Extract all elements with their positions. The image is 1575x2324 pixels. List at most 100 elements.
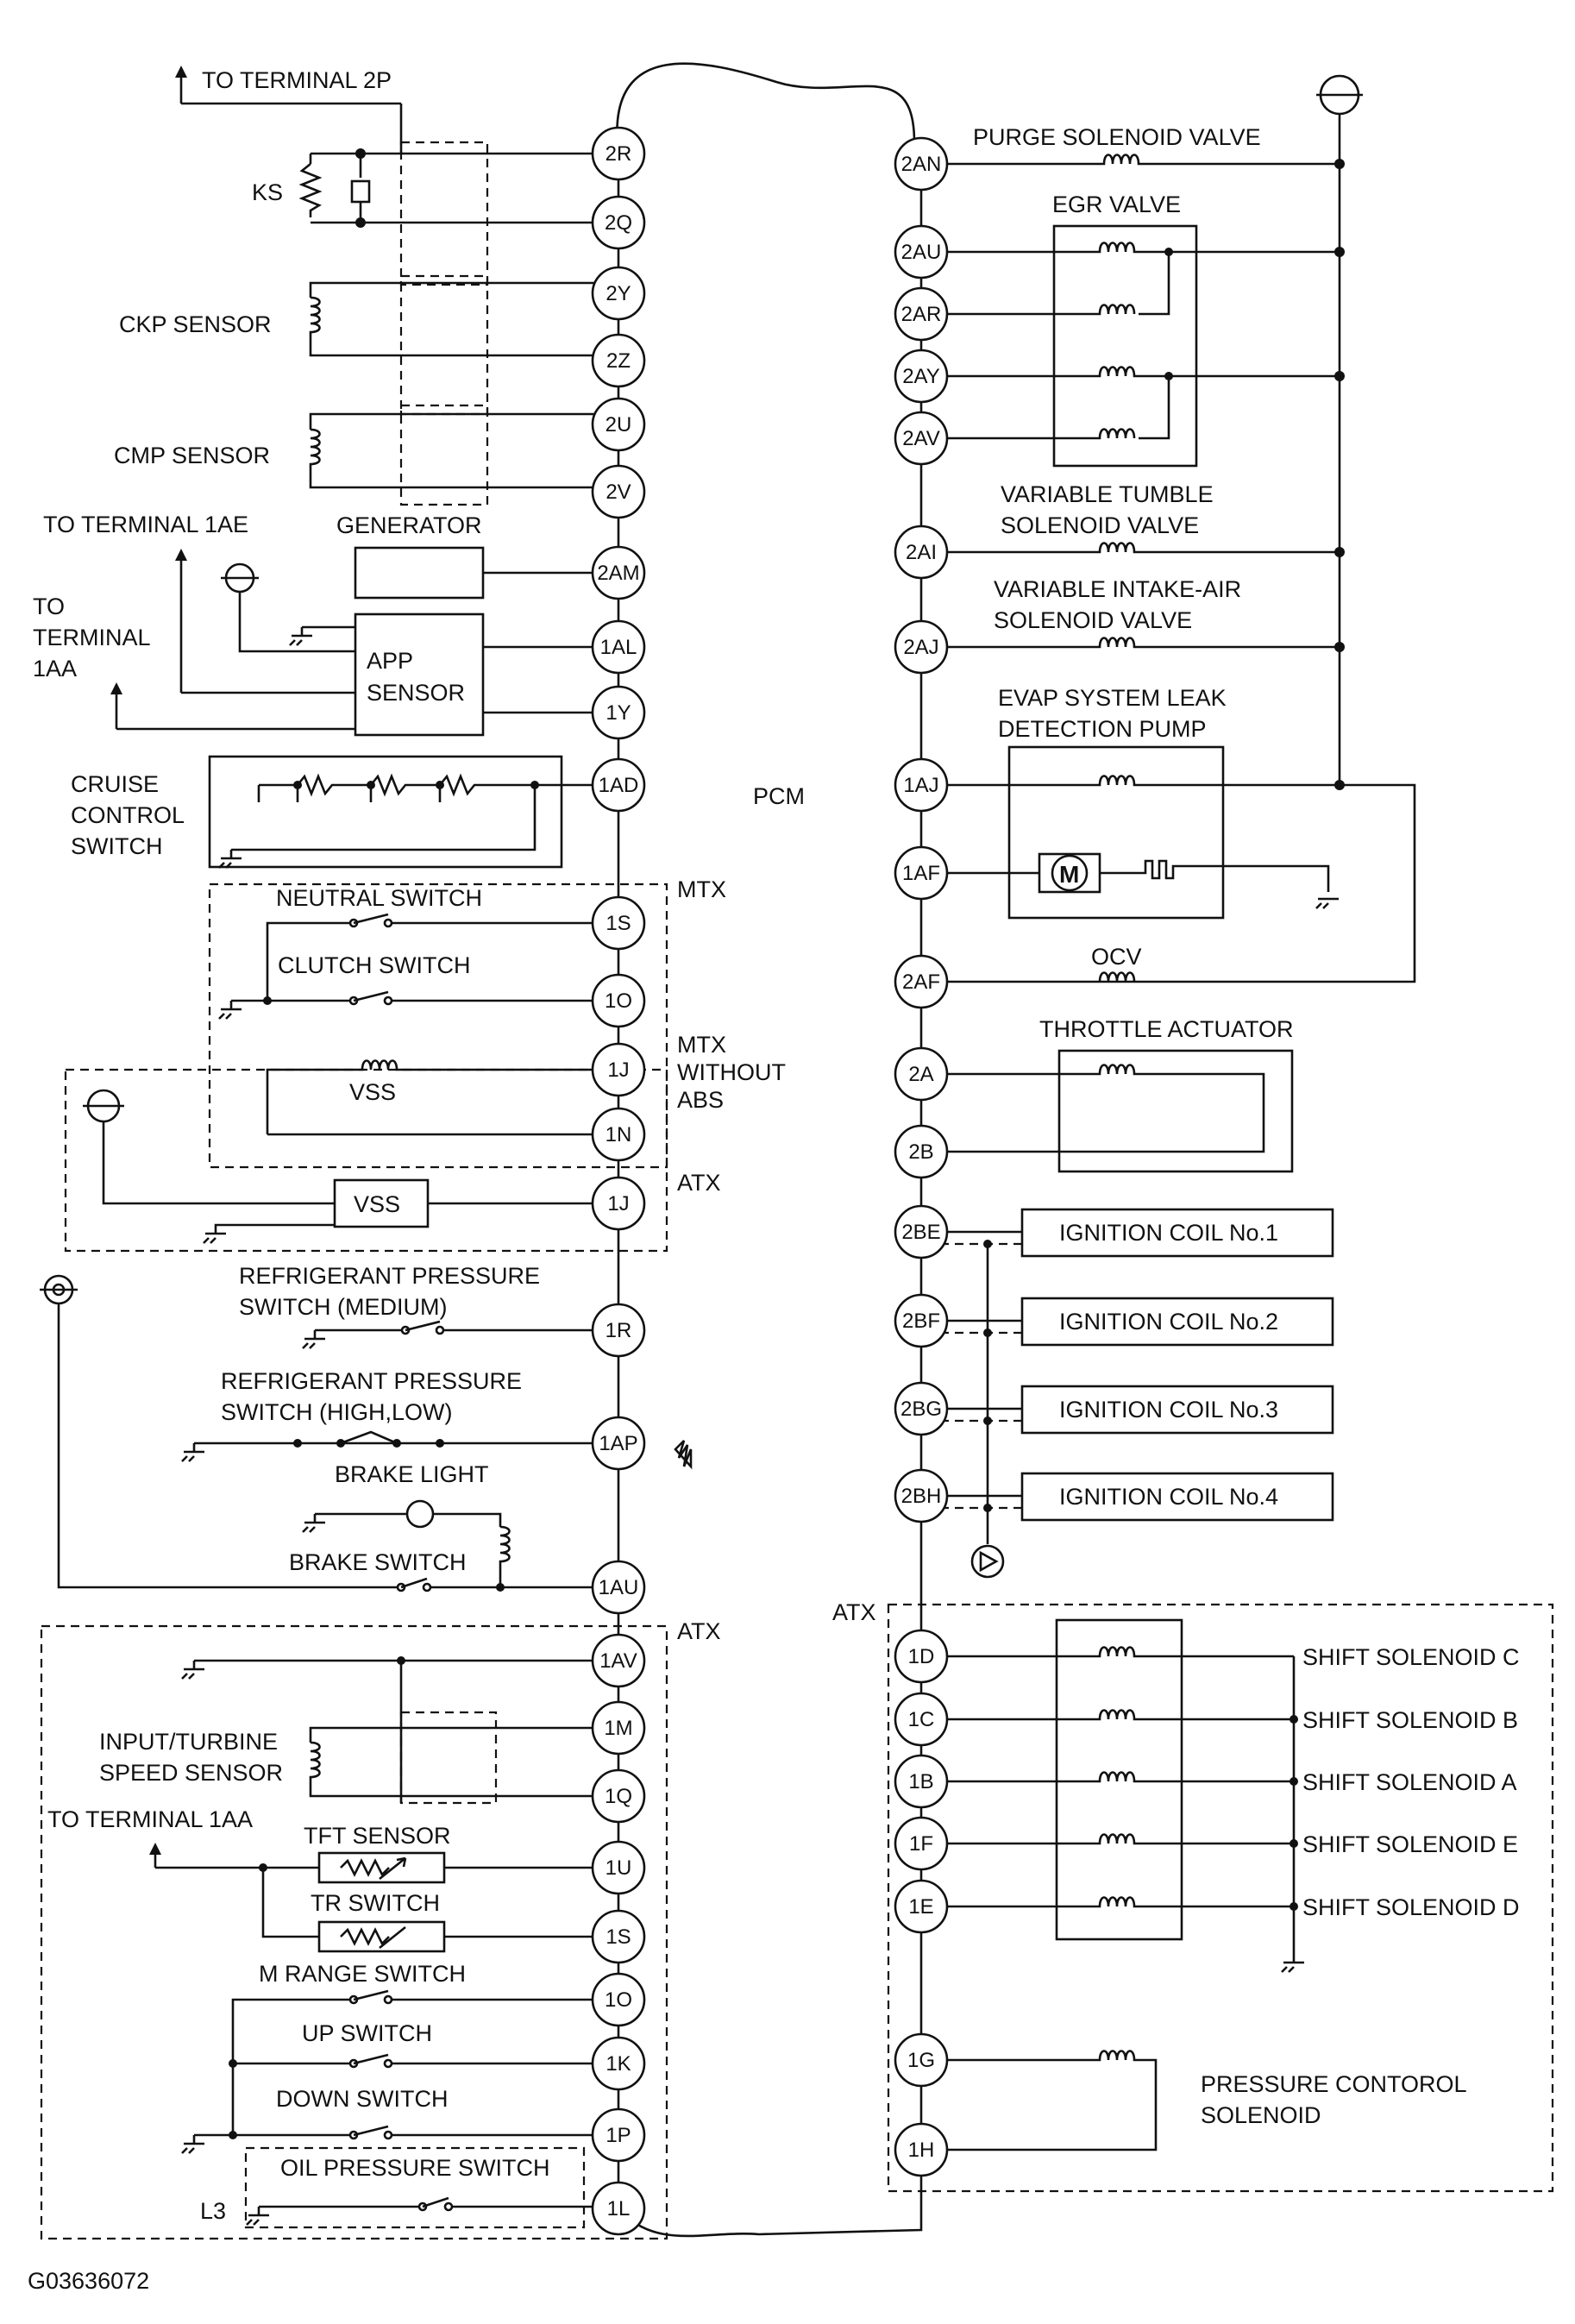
switch-label: SWITCH xyxy=(71,833,162,859)
left-terminal-circle xyxy=(591,464,646,519)
clutch-switch-label: CLUTCH SWITCH xyxy=(278,952,471,978)
to-terminal-1aa-label: TO TERMINAL 1AA xyxy=(47,1806,253,1832)
left-terminal-label: 1S xyxy=(606,912,631,935)
sensor-label: SENSOR xyxy=(367,680,465,706)
egr-label: EGR VALVE xyxy=(1052,192,1181,217)
right-terminal-label: 2AJ xyxy=(903,636,938,659)
left-terminal-circle xyxy=(591,1560,646,1615)
left-terminal-label: 1Y xyxy=(606,701,631,725)
left-terminal-label: 1U xyxy=(606,1856,632,1880)
neutral-switch-label: NEUTRAL SWITCH xyxy=(276,885,482,911)
cruise-label: CRUISE xyxy=(71,771,159,797)
down-switch-label: DOWN SWITCH xyxy=(276,2086,448,2112)
right-terminal-circle xyxy=(894,1754,949,1809)
left-terminal-circle xyxy=(591,333,646,388)
right-terminal-label: 1C xyxy=(908,1708,935,1731)
coil2-label: IGNITION COIL No.2 xyxy=(1059,1309,1278,1335)
pcm-connector-link xyxy=(616,62,916,154)
coil4-label: IGNITION COIL No.4 xyxy=(1059,1484,1278,1510)
right-terminal-circle xyxy=(894,1046,949,1102)
left-terminal-circle xyxy=(591,266,646,321)
abs-label: ABS xyxy=(677,1087,724,1113)
without-label: WITHOUT xyxy=(677,1059,786,1085)
pcm-bottom-link xyxy=(618,2161,923,2238)
left-terminal-circle xyxy=(591,685,646,740)
vss-atx-box xyxy=(333,1178,430,1228)
right-terminal-circle xyxy=(894,2032,949,2088)
l3-label: L3 xyxy=(200,2198,226,2224)
ignition-coil-2-box xyxy=(1020,1297,1334,1347)
atx-right-label: ATX xyxy=(832,1599,876,1625)
right-terminal-label: 2BF xyxy=(902,1310,940,1333)
refrig-hl-label-1: REFRIGERANT PRESSURE xyxy=(221,1368,522,1394)
right-terminal-label: 2AF xyxy=(902,970,940,994)
left-terminal-label: 1AD xyxy=(599,774,639,797)
right-terminal-label: 1E xyxy=(908,1895,933,1919)
right-terminal-circle xyxy=(894,286,949,342)
brake-switch-label: BRAKE SWITCH xyxy=(289,1549,467,1575)
left-terminal-circle xyxy=(591,757,646,813)
left-terminal-label: 1AL xyxy=(600,636,637,659)
right-terminal-label: 2BH xyxy=(901,1485,942,1508)
atx-lower-label: ATX xyxy=(677,1618,721,1644)
left-terminal-circle xyxy=(591,1107,646,1162)
generator-box xyxy=(354,546,485,600)
input-turbine-label-1: INPUT/TURBINE xyxy=(99,1729,278,1755)
shift-e-label: SHIFT SOLENOID E xyxy=(1302,1831,1518,1857)
mtx-label: MTX xyxy=(677,876,726,902)
right-terminal-label: 2AV xyxy=(902,427,940,450)
left-terminal-label: 2R xyxy=(606,142,632,166)
right-terminal-circle xyxy=(894,1879,949,1934)
shift-b-label: SHIFT SOLENOID B xyxy=(1302,1707,1518,1733)
left-terminal-circle xyxy=(591,397,646,452)
terminal-label: TERMINAL xyxy=(33,625,151,650)
right-terminal-circle xyxy=(894,954,949,1009)
left-terminal-label: 1M xyxy=(604,1717,632,1740)
coil1-label: IGNITION COIL No.1 xyxy=(1059,1220,1278,1246)
app-sensor-box xyxy=(354,612,485,737)
left-terminal-label: 1AV xyxy=(599,1649,637,1673)
motor-icon xyxy=(1051,854,1089,892)
vss-label: VSS xyxy=(349,1079,396,1105)
right-terminal-circle xyxy=(894,224,949,280)
left-terminal-label: 1J xyxy=(607,1192,629,1215)
to-terminal-2p-label: TO TERMINAL 2P xyxy=(202,67,392,93)
refrig-hl-label-2: SWITCH (HIGH,LOW) xyxy=(221,1399,452,1425)
purge-label: PURGE SOLENOID VALVE xyxy=(973,124,1261,150)
right-terminals: 2AN2AU2AR2AY2AV2AI2AJ1AJ1AF2AF2A2B2BE2BF… xyxy=(894,136,949,2177)
left-terminal-label: 1AP xyxy=(599,1432,637,1455)
ks-label: KS xyxy=(252,179,283,205)
left-terminal-label: 1AU xyxy=(599,1576,639,1599)
left-terminal-label: 1L xyxy=(607,2197,631,2220)
right-terminal-circle xyxy=(894,1468,949,1523)
left-terminal-circle xyxy=(591,1416,646,1471)
evap-label-2: DETECTION PUMP xyxy=(998,716,1207,742)
left-terminal-label: 1R xyxy=(606,1319,632,1342)
left-terminal-circle xyxy=(591,2036,646,2091)
atx-label: ATX xyxy=(677,1170,721,1196)
right-terminal-circle xyxy=(894,845,949,901)
right-terminal-label: 2AR xyxy=(901,303,942,326)
refrig-medium-label-1: REFRIGERANT PRESSURE xyxy=(239,1263,540,1289)
right-terminal-circle xyxy=(894,1381,949,1436)
input-turbine-label-2: SPEED SENSOR xyxy=(99,1760,283,1786)
left-terminal-circle xyxy=(591,1909,646,1964)
left-terminal-label: 2Y xyxy=(606,282,631,305)
evap-label-1: EVAP SYSTEM LEAK xyxy=(998,685,1227,711)
right-terminal-circle xyxy=(894,349,949,404)
left-terminal-label: 2V xyxy=(606,481,631,504)
ckp-sensor-label: CKP SENSOR xyxy=(119,311,272,337)
right-terminal-circle xyxy=(894,1124,949,1179)
cmp-sensor-label: CMP SENSOR xyxy=(114,443,270,468)
shift-c-label: SHIFT SOLENOID C xyxy=(1302,1644,1520,1670)
left-terminal-label: 2Q xyxy=(605,211,632,235)
tr-switch-label: TR SWITCH xyxy=(311,1890,440,1916)
figure-id: G03636072 xyxy=(28,2268,149,2294)
ocv-label: OCV xyxy=(1091,944,1142,970)
to-terminal-1ae-label: TO TERMINAL 1AE xyxy=(43,512,248,537)
pcs-label-1: PRESSURE CONTOROL xyxy=(1201,2071,1467,2097)
left-terminal-circle xyxy=(591,2107,646,2163)
terminal-1aa-label: 1AA xyxy=(33,656,77,681)
